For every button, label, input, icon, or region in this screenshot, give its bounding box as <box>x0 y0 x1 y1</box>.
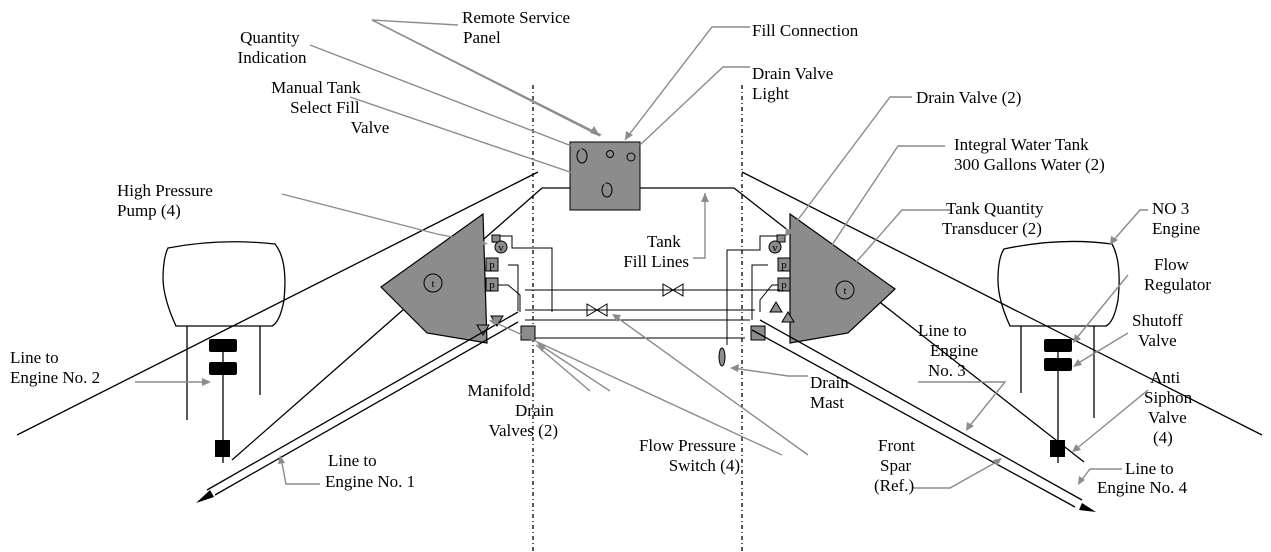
supply-line-left <box>196 311 519 503</box>
label-line-engine-3: Line to Engine No. 3 <box>918 321 982 380</box>
label-drain-valve-2: Drain Valve (2) <box>916 88 1021 107</box>
label-flow-regulator: Flow Regulator <box>1144 255 1211 294</box>
right-tank-plumbing: v p p <box>726 234 795 345</box>
pump-symbol-left-1: p <box>489 259 495 271</box>
labels: Remote Service Panel Fill Connection Qua… <box>10 8 1211 497</box>
wing-outline <box>16 171 1263 463</box>
engine-feed-left <box>209 339 237 463</box>
label-drain-mast: Drain Mast <box>810 373 853 412</box>
engine-nacelle-left <box>162 241 286 420</box>
label-quantity-indication: Quantity Indication <box>238 28 307 67</box>
pump-symbol-right-1: p <box>781 259 787 271</box>
transducer-symbol-left: t <box>431 278 434 290</box>
label-drain-valve-light: Drain Valve Light <box>752 64 838 103</box>
valve-symbol-right: v <box>772 242 778 254</box>
pump-symbol-left-2: p <box>489 279 495 291</box>
label-remote-service-panel: Remote Service Panel <box>462 8 574 47</box>
left-tank-plumbing: v p p <box>476 234 553 336</box>
valve-symbol-left: v <box>498 242 504 254</box>
label-line-engine-2: Line to Engine No. 2 <box>10 348 100 387</box>
fill-manifold <box>520 283 780 367</box>
label-tank-fill-lines: Tank Fill Lines <box>623 232 689 271</box>
label-integral-water-tank: Integral Water Tank 300 Gallons Water (2… <box>954 135 1105 174</box>
water-tank-left: t <box>380 212 488 344</box>
leader-lines <box>135 19 1149 489</box>
label-shutoff-valve: Shutoff Valve <box>1132 311 1187 350</box>
label-manual-tank-select: Manual Tank Select Fill Valve <box>271 78 389 137</box>
engine-nacelle-right <box>997 240 1120 418</box>
supply-line-right <box>751 319 1096 512</box>
label-high-pressure-pump: High Pressure Pump (4) <box>117 181 217 220</box>
label-tank-quantity-transducer: Tank Quantity Transducer (2) <box>942 199 1048 238</box>
pump-symbol-right-2: p <box>781 279 787 291</box>
engine-feed-right <box>1044 339 1072 463</box>
transducer-symbol-right: t <box>843 285 846 297</box>
label-line-engine-4: Line to Engine No. 4 <box>1097 459 1188 497</box>
label-flow-pressure-switch: Flow Pressure Switch (4) <box>639 436 740 475</box>
label-manifold-drain: Manifold Drain Valves (2) <box>467 381 558 440</box>
label-anti-siphon: Anti Siphon Valve (4) <box>1144 368 1196 447</box>
label-line-engine-1: Line to Engine No. 1 <box>325 451 415 491</box>
label-fill-connection: Fill Connection <box>752 21 859 40</box>
label-front-spar: Front Spar (Ref.) <box>874 436 919 495</box>
label-no3-engine: NO 3 Engine <box>1152 199 1200 238</box>
water-tank-right: t <box>789 212 896 344</box>
